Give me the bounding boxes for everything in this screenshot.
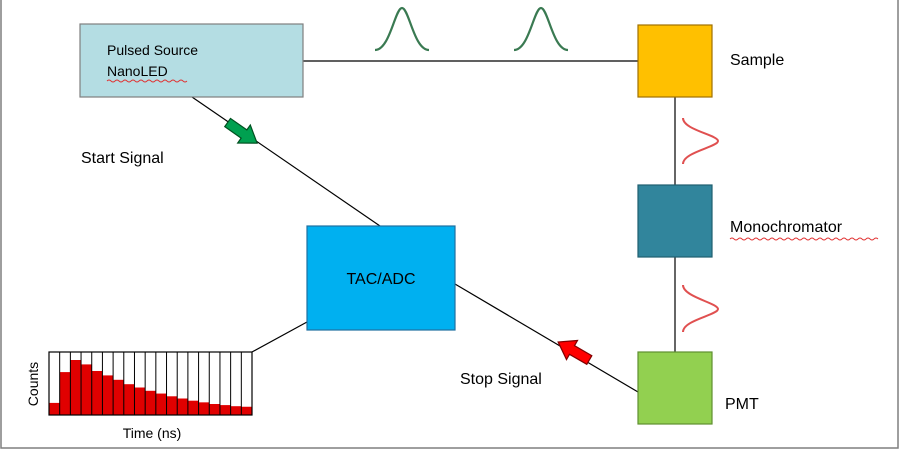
pmt-box <box>637 351 713 425</box>
histogram-bar <box>219 405 231 415</box>
spellcheck-underline <box>106 79 188 83</box>
histogram-bar <box>198 402 210 415</box>
histogram-bar <box>123 384 135 415</box>
excitation-pulse <box>513 6 569 52</box>
histogram-y-axis-label: Counts <box>25 362 41 406</box>
tac-adc-box <box>306 225 456 331</box>
spellcheck-underline <box>729 237 879 241</box>
nanoled-label: NanoLED <box>107 63 168 79</box>
pmt-label: PMT <box>725 396 759 413</box>
tac-adc-label: TAC/ADC <box>346 271 415 288</box>
sample-label: Sample <box>730 52 784 69</box>
pulsed-source-label: Pulsed Source <box>107 42 198 58</box>
histogram-bar <box>209 404 220 415</box>
histogram-bar <box>166 396 178 415</box>
histogram-link-line <box>251 321 308 353</box>
stop-signal-label: Stop Signal <box>460 371 542 388</box>
start-signal-arrow <box>223 117 258 144</box>
histogram-bar <box>91 371 103 415</box>
histogram-bar <box>155 393 167 415</box>
histogram-bar <box>241 406 252 415</box>
histogram-bar <box>70 360 82 415</box>
stop-signal-arrow <box>557 339 593 366</box>
stop-signal-line <box>454 283 639 393</box>
histogram-bar <box>230 406 242 415</box>
emission-pulse <box>682 284 720 333</box>
sample-box <box>637 24 713 98</box>
emission-pulse <box>682 117 720 165</box>
histogram-bar <box>49 402 60 415</box>
histogram-bar <box>59 372 71 415</box>
histogram-border <box>48 351 253 416</box>
start-signal-label: Start Signal <box>81 150 164 167</box>
histogram-x-axis-label: Time (ns) <box>123 425 182 441</box>
pulsed-source-box <box>79 23 304 98</box>
histogram-bar <box>177 398 188 415</box>
excitation-pulse <box>374 6 430 52</box>
histogram-bar <box>81 364 92 415</box>
start-signal-line <box>191 96 381 227</box>
monochromator-box <box>637 184 713 258</box>
histogram-bar <box>102 375 114 415</box>
histogram-bar <box>187 400 199 415</box>
decay-histogram <box>48 351 253 416</box>
histogram-bar <box>134 387 146 415</box>
monochromator-label: Monochromator <box>730 219 843 236</box>
histogram-bar <box>113 379 124 415</box>
histogram-bar <box>145 390 156 415</box>
